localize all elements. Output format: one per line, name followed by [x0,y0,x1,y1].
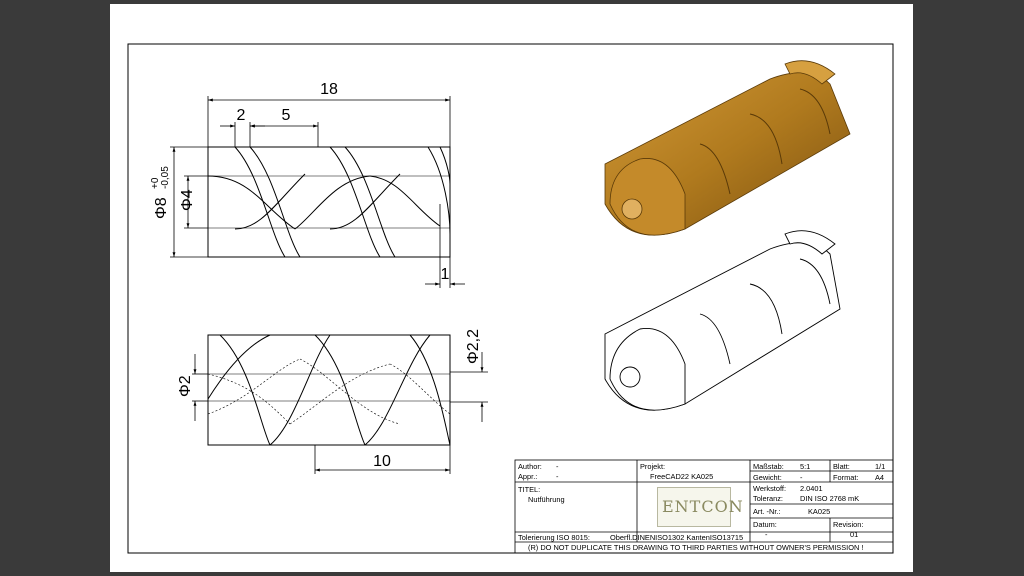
titel-label: TITEL: [518,485,541,494]
dim-gap: 2 [237,107,246,124]
front-view [207,146,451,258]
massstab-value: 5:1 [800,462,811,471]
side-view [192,334,488,474]
drawing-canvas: 18 2 5 1 Φ8 +0 -0,05 Φ4 [127,43,894,554]
dim-pitch-half: 5 [282,107,291,124]
revision-value: 01 [850,530,859,539]
toleranz-value: DIN ISO 2768 mK [800,494,860,503]
gewicht-label: Gewicht: [753,473,782,482]
blatt-value: 1/1 [875,462,886,471]
company-logo: ENTCON [657,487,743,527]
appr-label: Appr.: [518,472,538,481]
svg-text:-0,05: -0,05 [160,166,171,189]
blatt-label: Blatt: [833,462,850,471]
front-dimensions [170,96,465,288]
dim-outer-diameter: Φ8 +0 -0,05 [150,166,171,219]
title-block-lines [514,459,894,554]
svg-text:Φ2: Φ2 [177,375,194,397]
gewicht-value: - [800,473,803,482]
author-value: - [556,462,559,471]
artnr-value: KA025 [808,507,831,516]
svg-text:Φ8: Φ8 [153,197,170,219]
datum-label: Datum: [753,520,777,529]
datum-value: - [765,530,768,539]
dim-inner-diameter: Φ4 [179,189,196,211]
svg-text:Φ4: Φ4 [179,189,196,211]
drawing-frame [127,43,894,554]
author-label: Author: [518,462,542,471]
svg-text:Φ2,2: Φ2,2 [465,329,482,364]
dim-groove-diameter: Φ2,2 [465,329,482,364]
appr-value: - [556,472,559,481]
format-label: Format: [833,473,859,482]
artnr-label: Art. -Nr.: [753,507,781,516]
dim-length: 18 [320,81,338,98]
dim-end-width: 1 [441,266,450,283]
svg-text:+0: +0 [150,177,161,189]
titel-value: Nutführung [528,495,565,504]
dim-pitch: 10 [373,453,391,470]
toleranz-label: Toleranz: [753,494,783,503]
projekt-label: Projekt: [640,462,666,471]
oberflaeche-note: Oberfl.DINENISO1302 KantenISO13715 [610,533,744,542]
werkstoff-value: 2.0401 [800,484,823,493]
format-value: A4 [875,473,885,482]
drawing-sheet: 18 2 5 1 Φ8 +0 -0,05 Φ4 [110,4,913,572]
dim-pin-diameter: Φ2 [177,375,194,397]
logo-text: ENTCON [662,497,744,516]
tolerierung-note: Tolerierung ISO 8015: [518,533,590,542]
werkstoff-label: Werkstoff: [753,484,786,493]
revision-label: Revision: [833,520,864,529]
copyright-note: (R) DO NOT DUPLICATE THIS DRAWING TO THI… [528,543,864,552]
massstab-label: Maßstab: [753,462,784,471]
isometric-bronze-view [604,60,851,236]
isometric-line-view [604,230,841,411]
projekt-value: FreeCAD22 KA025 [650,472,714,481]
